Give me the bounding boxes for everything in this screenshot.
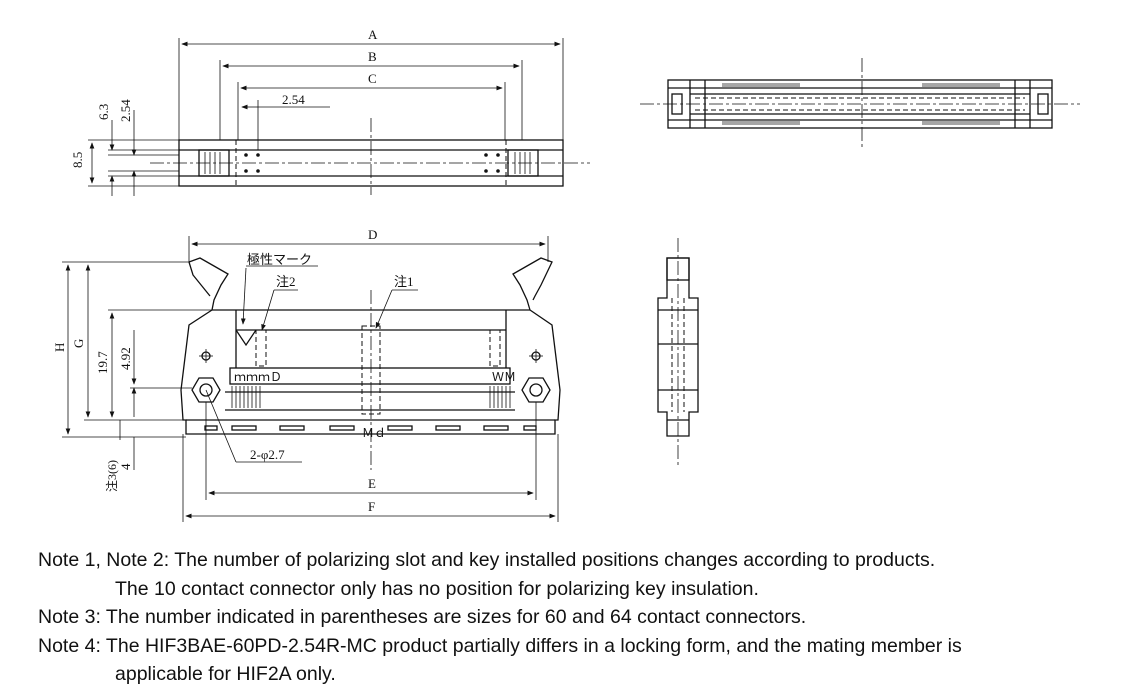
dim-g-label: G	[71, 339, 86, 348]
front-outline	[180, 257, 561, 435]
dim-6-3-label: 6.3	[96, 104, 111, 120]
dim-c-label: C	[368, 71, 377, 86]
dim-b-label: B	[368, 49, 377, 64]
center-mark: Ｍｄ	[362, 426, 386, 440]
dim-f-label: F	[368, 499, 375, 514]
side-view	[657, 238, 699, 466]
note2-callout: 注2	[276, 274, 296, 289]
note-4-line2: applicable for HIF2A only.	[115, 663, 336, 685]
bottom-view	[640, 58, 1080, 148]
dim-2-54-vert-label: 2.54	[118, 99, 133, 122]
dim-a-label: A	[368, 27, 378, 42]
dim-note3-label: 注3(6)	[104, 460, 119, 492]
dim-pitch-label: 2.54	[282, 92, 305, 107]
note-3: Note 3: The number indicated in parenthe…	[38, 606, 807, 628]
note-4-line1: Note 4: The HIF3BAE-60PD-2.54R-MC produc…	[38, 634, 962, 657]
polarity-mark-callout: 極性マーク	[247, 252, 312, 267]
technical-drawing: A B C 2.54	[52, 27, 1080, 522]
dim-19-7-label: 19.7	[95, 351, 110, 374]
pin-label-right: ＷＭ	[492, 370, 516, 384]
mounting-hole-right	[521, 377, 551, 403]
note1-callout: 注1	[394, 274, 414, 289]
front-view: D	[52, 227, 561, 522]
dim-e-label: E	[368, 476, 376, 491]
mounting-hole-left	[191, 377, 221, 403]
dim-8-5-label: 8.5	[70, 152, 85, 168]
holes-callout: 2-φ2.7	[250, 447, 285, 462]
note-1-2-line2: The 10 contact connector only has no pos…	[115, 577, 759, 600]
top-view: A B C 2.54	[70, 27, 590, 196]
dim-d-label: D	[368, 227, 377, 242]
dim-h-label: H	[52, 343, 67, 352]
dim-4-92-label: 4.92	[118, 347, 133, 370]
note-1-2-line1: Note 1, Note 2: The number of polarizing…	[38, 549, 936, 571]
notes-block: Note 1, Note 2: The number of polarizing…	[38, 546, 1108, 689]
dim-4-label: 4	[118, 463, 133, 470]
pin-label-left: ｍｍｍＤ	[234, 370, 282, 384]
